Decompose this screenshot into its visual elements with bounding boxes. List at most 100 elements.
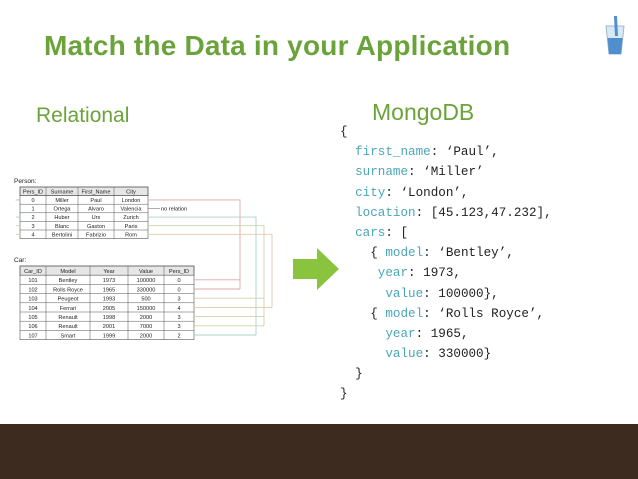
car-cell: 4 <box>177 306 180 312</box>
json-key: value <box>385 286 424 301</box>
person-header-cell: Surname <box>51 189 74 195</box>
code-line: { <box>340 125 348 139</box>
car-cell: 3 <box>177 324 180 330</box>
person-cell: Bertolini <box>52 232 72 238</box>
mongodb-heading: MongoDB <box>372 99 475 125</box>
person-cell: 2 <box>31 215 34 221</box>
car-cell: 2001 <box>103 324 115 330</box>
person-header-cell: Pers_ID <box>23 189 43 195</box>
car-header-cell: Model <box>60 269 75 275</box>
car-cell: 3 <box>177 315 180 321</box>
car-cell: 150000 <box>137 306 156 312</box>
car-cell: 1998 <box>103 315 115 321</box>
person-cell: Rom <box>125 232 137 238</box>
person-cell: Blanc <box>55 224 69 230</box>
car-cell: Smart <box>61 333 76 339</box>
car-cell: 2000 <box>140 315 152 321</box>
person-cell: 3 <box>31 224 34 230</box>
json-key: year <box>377 266 409 281</box>
json-key: surname <box>355 165 409 180</box>
car-header-cell: Year <box>103 269 114 275</box>
car-cell: 104 <box>28 306 37 312</box>
person-label: Person: <box>14 178 37 185</box>
person-cell: Miller <box>55 198 68 204</box>
json-key: first_name <box>355 145 431 160</box>
car-cell: 1965 <box>103 287 115 293</box>
code-line: cars: [ <box>355 225 409 240</box>
code-line: city: ‘London’, <box>355 185 469 200</box>
person-cell: Fabrizio <box>86 232 106 238</box>
json-key: value <box>385 347 424 362</box>
car-cell: 330000 <box>137 287 156 293</box>
car-cell: 100000 <box>137 278 156 284</box>
right-arrow-icon <box>293 248 339 290</box>
car-cell: Renault <box>58 324 78 330</box>
relation-connector <box>15 199 241 289</box>
car-cell: Bentley <box>59 278 78 284</box>
json-key: cars <box>355 225 386 240</box>
code-line: } <box>340 387 348 402</box>
car-cell: 0 <box>177 287 180 293</box>
car-cell: Ferrari <box>60 306 76 312</box>
car-cell: 1999 <box>103 333 115 339</box>
code-line: year: 1973, <box>377 266 461 281</box>
person-cell: Zurich <box>123 215 139 221</box>
car-cell: 106 <box>28 324 37 330</box>
car-cell: 0 <box>177 278 180 284</box>
code-line: location: [45.123,47.232], <box>355 205 552 220</box>
car-label: Car: <box>14 257 26 264</box>
person-cell: 1 <box>31 207 34 213</box>
relation-connector <box>15 233 273 308</box>
car-header-cell: Pers_ID <box>169 269 189 275</box>
code-line: } <box>355 367 363 382</box>
car-cell: 103 <box>28 297 37 303</box>
person-cell: 0 <box>31 198 34 204</box>
json-key: location <box>355 205 416 220</box>
car-cell: 2 <box>177 333 180 339</box>
code-line: year: 1965, <box>385 326 469 341</box>
slide-title: Match the Data in your Application <box>44 30 511 61</box>
relational-heading: Relational <box>36 104 130 127</box>
code-line: value: 100000}, <box>385 286 499 301</box>
glass-of-water-icon <box>605 16 625 55</box>
person-cell: Urs <box>92 215 101 221</box>
car-cell: Renault <box>58 315 78 321</box>
person-cell: Valencia <box>120 207 142 213</box>
car-cell: 102 <box>28 287 37 293</box>
code-line: surname: ‘Miller’ <box>355 165 484 180</box>
json-key: model <box>385 246 424 261</box>
person-cell: Paris <box>125 224 138 230</box>
relational-tables: Person: Pers_ID 0 1 2 3 4 SurnameMillerOrtegaHu… <box>14 178 273 340</box>
car-header-cell: Car_ID <box>24 269 42 275</box>
code-line: first_name: ‘Paul’, <box>355 145 499 160</box>
person-cell: London <box>122 198 141 204</box>
car-header-cell: Value <box>139 269 153 275</box>
car-cell: 1973 <box>103 278 115 284</box>
car-cell: Peugeot <box>58 297 79 303</box>
car-cell: 3 <box>177 297 180 303</box>
car-cell: Rolls Royce <box>53 287 83 293</box>
car-cell: 1993 <box>103 297 115 303</box>
person-cell: 4 <box>31 232 34 238</box>
car-cell: 7000 <box>140 324 152 330</box>
car-cell: 101 <box>28 278 37 284</box>
no-relation-note: no relation <box>161 207 187 213</box>
person-header-cell: City <box>126 189 136 195</box>
code-line: { model: ‘Rolls Royce’, <box>340 306 545 321</box>
person-cell: Paul <box>90 198 101 204</box>
code-line: { model: ‘Bentley’, <box>340 246 514 261</box>
car-cell: 2005 <box>103 306 115 312</box>
person-cell: Gaston <box>87 224 105 230</box>
car-cell: 500 <box>141 297 150 303</box>
json-key: year <box>385 326 416 341</box>
mongodb-document: { first_name: ‘Paul’, surname: ‘Miller’ … <box>340 122 630 405</box>
car-cell: 107 <box>28 333 37 339</box>
car-cell: 2000 <box>140 333 152 339</box>
relation-connector <box>15 216 257 335</box>
person-cell: Alvaro <box>88 207 104 213</box>
person-header-cell: First_Name <box>82 189 111 195</box>
car-cell: 105 <box>28 315 37 321</box>
person-cell: Huber <box>54 215 69 221</box>
person-cell: Ortega <box>53 207 71 213</box>
code-line: value: 330000} <box>385 347 492 362</box>
